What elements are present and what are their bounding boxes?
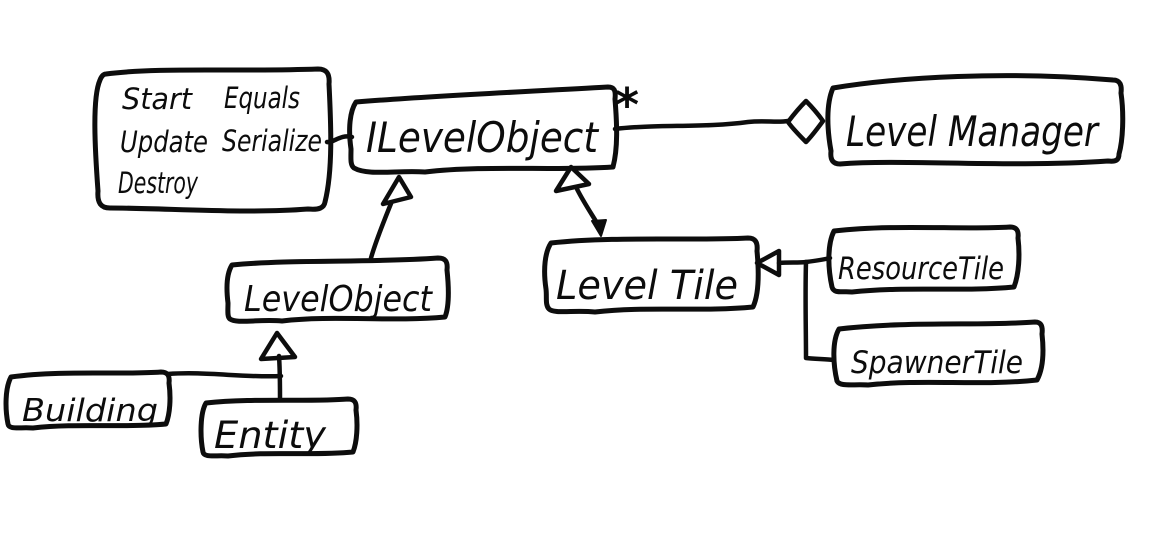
class-building: Building [3,369,173,431]
realization-leveltile-to-ilevelobject [553,164,607,237]
levelobject-label: LevelObject [244,279,434,320]
spawnertile-box [831,319,1046,388]
spawnertile-label: SpawnerTile [851,345,1023,381]
building-label: Building [22,393,158,429]
resourcetile-label: ResourceTile [838,251,1004,287]
class-spawnertile: SpawnerTile [831,319,1046,388]
aggregation-diamond-icon [785,98,826,145]
class-levelobject: LevelObject [224,255,451,324]
inheritance-building-entity-to-levelobject [165,330,298,402]
multiplicity-star-label: * [615,78,639,132]
hollow-triangle-icon-left [380,174,414,207]
class-levelmanager: Level Manager [825,73,1126,167]
class-leveltile: Level Tile [542,235,761,315]
inheritance-tiles-to-leveltile [754,248,837,363]
class-resourcetile: ResourceTile [826,224,1022,295]
method-label-start: Start [122,82,194,116]
inheritance-line-building [165,370,284,379]
ilevelobject-label: ILevelObject [366,113,599,162]
aggregation-line [612,118,791,132]
method-label-serialize: Serialize [222,124,322,158]
class-ilevelobject: ILevelObject [347,84,620,175]
class-entity: Entity [198,396,360,459]
hollow-triangle-icon-right [553,164,592,194]
leveltile-label: Level Tile [556,263,738,309]
method-label-destroy: Destroy [118,166,199,200]
entity-label: Entity [214,414,327,457]
methods-note-box [92,66,334,214]
levelobject-box [224,255,451,324]
methods-note: Start Update Destroy Equals Serialize [92,66,355,214]
realization-levelobject-to-ilevelobject [368,174,414,261]
method-label-equals: Equals [224,81,300,115]
leveltile-box [542,235,761,315]
levelmanager-label: Level Manager [846,107,1100,156]
entity-box [198,396,360,459]
small-arrowhead-icon [591,219,607,237]
building-box [3,369,173,431]
realization-line-levelobject [368,198,395,261]
levelmanager-box [825,73,1126,167]
aggregation-ilevelobject-levelmanager: * [612,78,826,145]
method-label-update: Update [120,125,208,159]
resourcetile-box [826,224,1022,295]
inheritance-line-to-spawnertile [803,259,837,363]
